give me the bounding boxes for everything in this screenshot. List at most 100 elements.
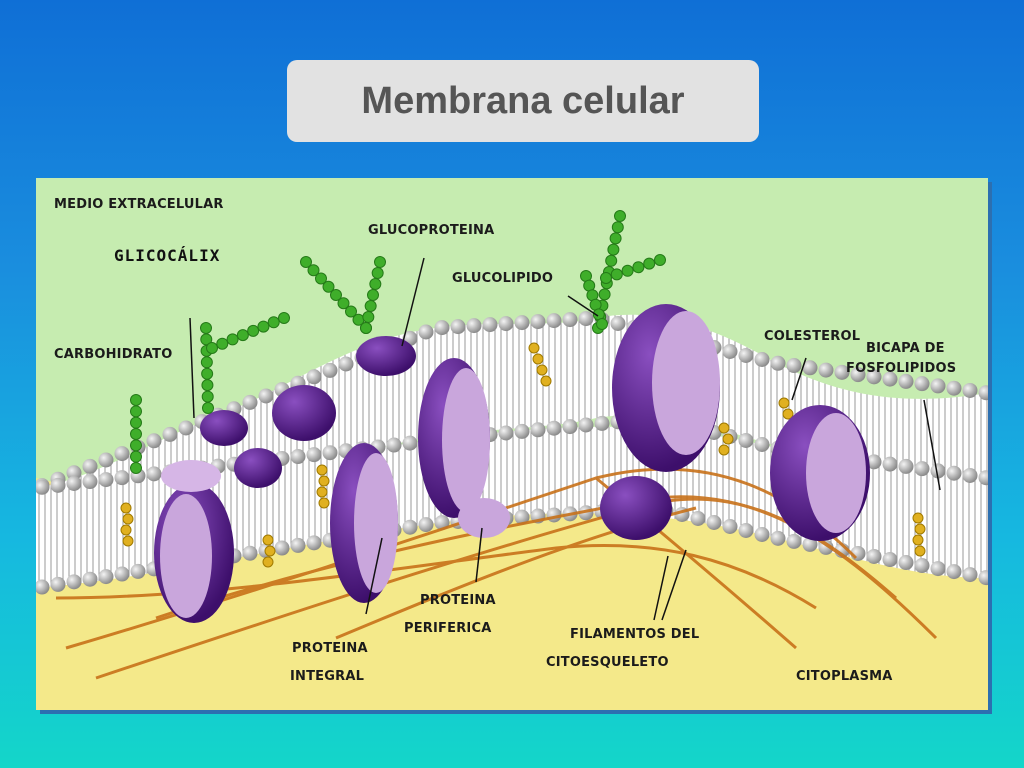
carbohydrate-bead xyxy=(596,318,608,330)
label-medio-extracelular: MEDIO EXTRACELULAR xyxy=(54,197,224,212)
carbohydrate-bead xyxy=(247,324,260,337)
carbohydrate-bead xyxy=(345,305,357,318)
phospholipid-head xyxy=(36,579,50,595)
phospholipid-head xyxy=(66,475,82,491)
carbohydrate-bead xyxy=(130,462,142,474)
carbohydrate-bead xyxy=(257,320,270,333)
carbohydrate-bead xyxy=(364,300,377,312)
carbohydrate-bead xyxy=(200,322,212,334)
phospholipid-head xyxy=(386,437,402,453)
phospholipid-head xyxy=(546,507,562,523)
carbohydrate-bead xyxy=(367,289,379,301)
carbohydrate-bead xyxy=(206,342,218,354)
phospholipid-head xyxy=(530,314,546,330)
phospholipid-head xyxy=(98,472,114,488)
phospholipid-head xyxy=(418,517,434,533)
phospholipid-head xyxy=(978,470,988,486)
phospholipid-head xyxy=(722,519,738,534)
phospholipid-head xyxy=(786,358,802,374)
label-colesterol: COLESTEROL xyxy=(764,329,860,344)
carbohydrate-bead xyxy=(598,288,611,301)
phospholipid-head xyxy=(514,315,530,331)
phospholipid-head xyxy=(962,467,978,483)
carbohydrate-bead xyxy=(201,379,214,392)
phospholipid-head xyxy=(338,356,354,372)
phospholipid-head xyxy=(738,523,754,538)
carbohydrate-bead xyxy=(337,297,350,310)
phospholipid-head xyxy=(290,449,306,465)
label-proteina-periferica-1: PROTEINA xyxy=(420,593,496,608)
carbohydrate-bead xyxy=(201,367,214,380)
phospholipid-head xyxy=(578,311,594,327)
phospholipid-head xyxy=(770,530,786,546)
phospholipid-head xyxy=(754,437,770,452)
carbohydrate-bead xyxy=(362,311,375,323)
phospholipid-head xyxy=(706,515,722,530)
phospholipid-head xyxy=(930,463,946,479)
phospholipid-head xyxy=(882,371,898,387)
phospholipid-head xyxy=(450,319,466,335)
phospholipid-head xyxy=(466,318,482,334)
phospholipid-head xyxy=(114,470,130,486)
carbohydrate-bead xyxy=(371,267,384,279)
membrane-diagram: MEDIO EXTRACELULAR GLUCOPROTEINA GLUCOLI… xyxy=(36,178,988,710)
carbohydrate-bead xyxy=(202,402,214,414)
phospholipid-head xyxy=(770,355,786,371)
peripheral-proteins xyxy=(200,336,416,488)
label-glucoproteina: GLUCOPROTEINA xyxy=(368,223,494,238)
carbohydrate-chains xyxy=(130,210,666,474)
phospholipid-head xyxy=(162,426,178,442)
phospholipid-head xyxy=(514,423,530,439)
carbohydrate-bead xyxy=(632,261,645,274)
carbohydrate-bead xyxy=(226,333,239,346)
phospholipid-head xyxy=(946,465,962,481)
label-carbohidrato: CARBOHIDRATO xyxy=(54,347,172,362)
phospholipid-head xyxy=(402,519,418,535)
carbohydrate-bead xyxy=(607,243,620,256)
phospholipid-head xyxy=(306,535,322,551)
phospholipid-head xyxy=(274,540,290,556)
phospholipid-head xyxy=(962,567,978,583)
carbohydrate-bead xyxy=(130,450,142,463)
phospholipid-head xyxy=(322,445,338,461)
carbohydrate-bead xyxy=(600,272,612,284)
phospholipid-head xyxy=(146,466,162,482)
phospholipid-head xyxy=(322,362,338,378)
phospholipid-head xyxy=(146,433,162,449)
phospholipid-head xyxy=(98,452,114,468)
phospholipid-head xyxy=(498,425,514,441)
phospholipid-head xyxy=(66,574,82,590)
phospholipid-head xyxy=(562,419,578,435)
integral-proteins xyxy=(154,304,870,623)
phospholipid-head xyxy=(82,474,98,490)
carbohydrate-bead xyxy=(330,289,342,301)
carbohydrate-bead xyxy=(278,312,290,324)
carbohydrate-bead xyxy=(621,264,634,277)
phospholipid-head xyxy=(306,369,322,385)
carbohydrate-bead xyxy=(654,254,666,266)
phospholipid-head xyxy=(866,369,882,385)
phospholipid-head xyxy=(962,382,978,398)
page-title: Membrana celular xyxy=(361,79,685,122)
phospholipid-head xyxy=(82,458,98,474)
phospholipid-head xyxy=(498,316,514,332)
carbohydrate-bead xyxy=(322,280,335,293)
phospholipid-head xyxy=(418,324,434,340)
phospholipid-head xyxy=(914,558,930,574)
carbohydrate-bead xyxy=(643,257,656,270)
label-pointers xyxy=(189,257,941,621)
carbohydrate-bead xyxy=(614,210,626,222)
phospholipid-head xyxy=(546,420,562,436)
label-bicapa-2: FOSFOLIPIDOS xyxy=(846,361,956,376)
phospholipid-head xyxy=(738,348,754,363)
title-box: Membrana celular xyxy=(287,60,759,142)
carbohydrate-bead xyxy=(130,416,142,429)
phospholipid-head xyxy=(722,344,738,359)
label-proteina-periferica-2: PERIFERICA xyxy=(404,621,491,636)
label-glicocalix: GLICOCÁLIX xyxy=(114,246,221,265)
phospholipid-head xyxy=(754,352,770,367)
label-filamentos-2: CITOESQUELETO xyxy=(546,655,669,670)
label-glucolipido: GLUCOLIPIDO xyxy=(452,271,553,286)
phospholipid-head xyxy=(802,360,818,376)
phospholipid-head xyxy=(738,433,754,448)
